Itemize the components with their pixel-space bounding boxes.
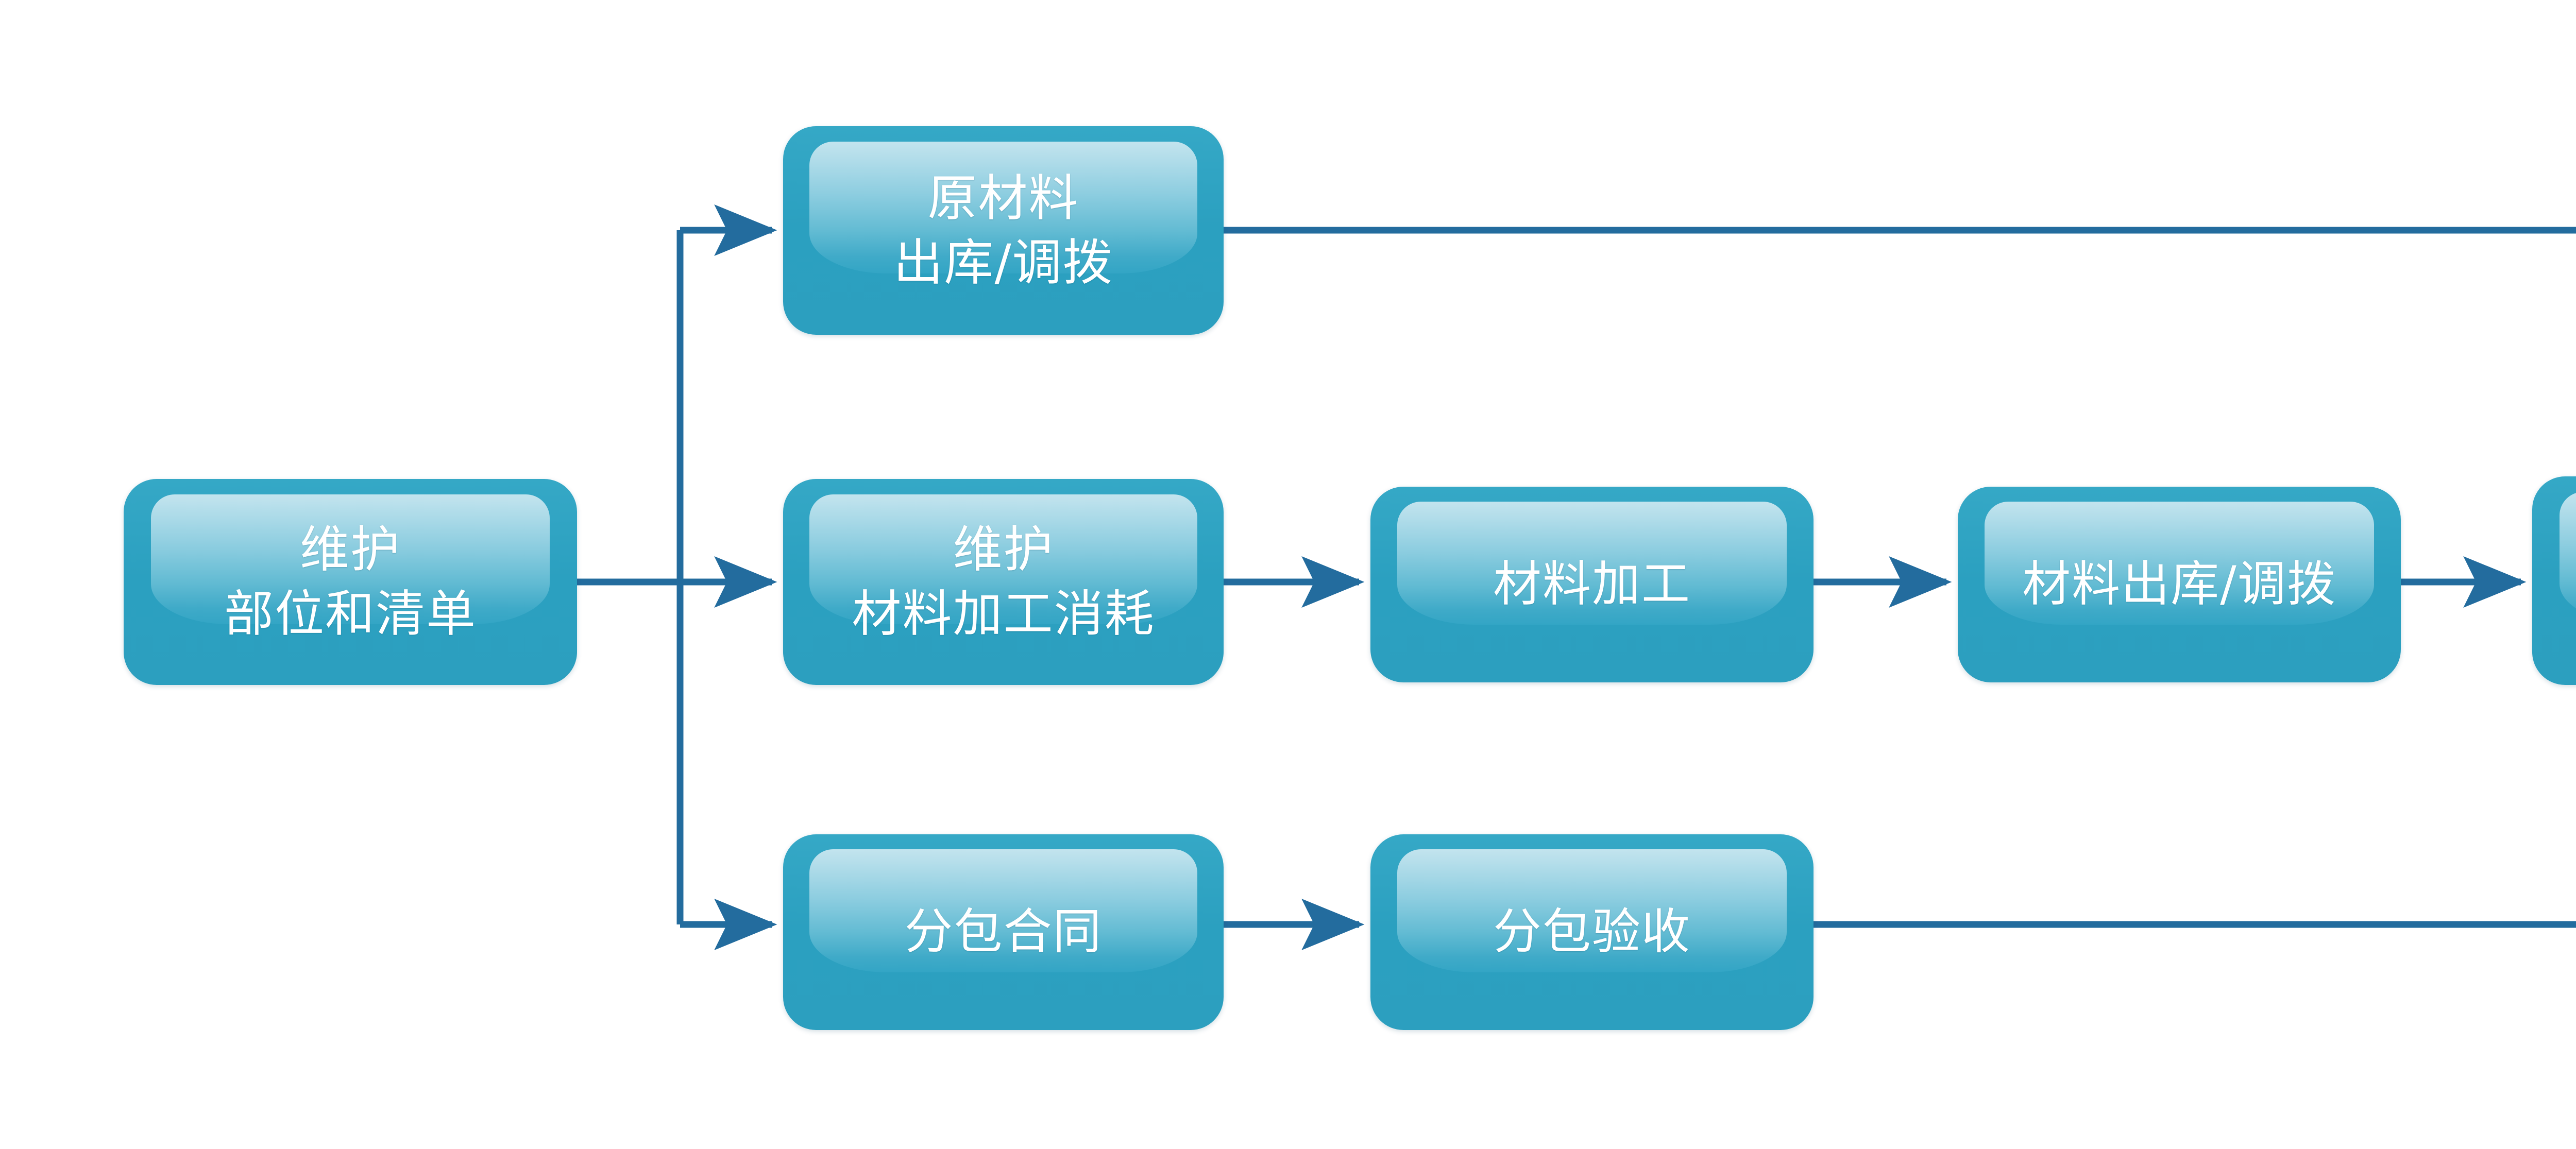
node-label: 原材料 出库/调拨 [783, 126, 1224, 335]
node-yuancailiao-chuku-diaobo[interactable]: 原材料 出库/调拨 [783, 126, 1224, 335]
edge-yanshou-to-gongcheng [1814, 921, 2576, 928]
node-cailiao-chuku-diaobo[interactable]: 材料出库/调拨 [1958, 487, 2401, 682]
node-cailiao-jiagong[interactable]: 材料加工 [1370, 487, 1814, 682]
node-label: 分包验收 [1370, 834, 1814, 1030]
node-label-line-1: 材料出库/调拨 [2022, 556, 2336, 612]
node-label-line-1: 分包合同 [904, 903, 1103, 960]
node-weihu-bufen-qingdan[interactable]: 维护 部位和清单 [124, 479, 577, 685]
node-label-line-2: 出库/调拨 [893, 233, 1113, 291]
node-label: 材料加工 [1370, 487, 1814, 682]
node-label-line-1: 维护 [953, 521, 1054, 579]
node-label-line-1: 维护 [300, 521, 401, 579]
node-label: 分包合同 [783, 834, 1224, 1030]
node-label: 维护 部位和清单 [124, 479, 577, 685]
node-label-line-1: 分包验收 [1493, 903, 1691, 960]
node-label-line-1: 材料加工 [1493, 556, 1691, 612]
node-gongcheng-jindu-fenxi[interactable]: 工程进度分析 [2532, 476, 2576, 685]
node-weihu-cailiao-jiagong-xiaohao[interactable]: 维护 材料加工消耗 [783, 479, 1224, 685]
node-label-line-1: 原材料 [927, 169, 1079, 227]
node-fenbao-hetong[interactable]: 分包合同 [783, 834, 1224, 1030]
node-fenbao-yanshou[interactable]: 分包验收 [1370, 834, 1814, 1030]
node-label-line-2: 部位和清单 [224, 585, 477, 643]
node-label-line-2: 材料加工消耗 [852, 585, 1155, 643]
node-label: 工程进度分析 [2532, 476, 2576, 685]
node-label: 材料出库/调拨 [1958, 487, 2401, 682]
edge-yuancailiao-to-gongcheng [1224, 227, 2576, 234]
node-label: 维护 材料加工消耗 [783, 479, 1224, 685]
